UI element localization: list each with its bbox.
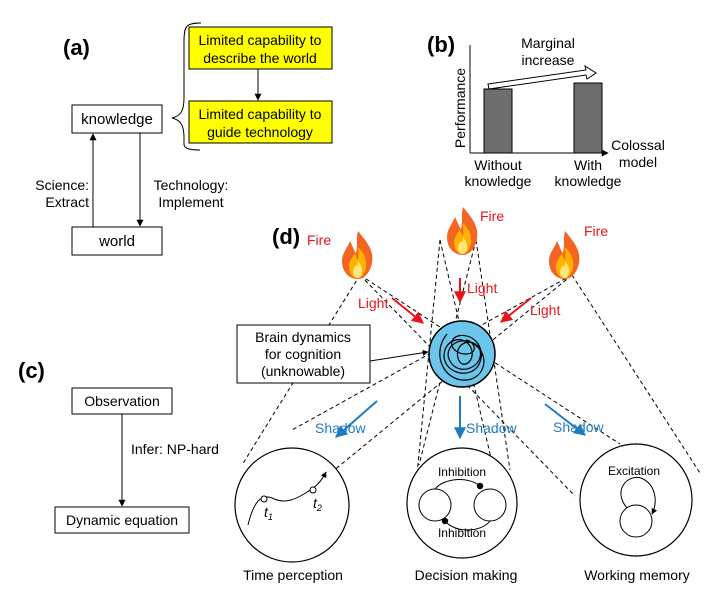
observation-label: Observation (84, 393, 159, 409)
light-label-center: Light (467, 280, 497, 296)
brain-dynamics-box (236, 324, 371, 384)
curly-brace (171, 22, 202, 151)
brain-pointer-arrow (369, 349, 429, 362)
describe-world-line2: describe the world (203, 50, 317, 66)
time-perception-circle (234, 447, 350, 563)
brain-line3: (unknowable) (261, 363, 345, 379)
panel-c-label: (c) (18, 358, 45, 383)
brain-scribble (439, 333, 485, 381)
light-label-right: Light (530, 302, 560, 318)
brain-line2: for cognition (265, 346, 341, 362)
inhibition-label-bottom: Inhibition (438, 526, 486, 540)
light-label-left: Light (358, 295, 388, 311)
increase-label: increase (522, 52, 575, 68)
world-box (71, 226, 163, 256)
fire-label-right: Fire (584, 223, 608, 239)
decision-node-right (473, 488, 507, 522)
panel-a-label: (a) (63, 35, 90, 60)
light-arrow-left (391, 297, 424, 324)
decision-node-left (418, 488, 452, 522)
t2-marker (309, 486, 317, 494)
describe-world-box (188, 26, 333, 70)
bar-without-knowledge (483, 88, 513, 154)
infer-label: Infer: NP-hard (131, 441, 219, 457)
bar-with-knowledge (573, 82, 603, 154)
inhibition-path-top (434, 479, 481, 490)
memory-node (619, 504, 653, 538)
excitation-label: Excitation (608, 464, 660, 478)
inhibition-label-top: Inhibition (438, 465, 486, 479)
guide-technology-line2: guide technology (207, 124, 313, 140)
working-memory-label: Working memory (584, 567, 690, 583)
inhibition-end-top (476, 482, 484, 490)
shadow-label-right: Shadow (553, 419, 604, 435)
dynamic-equation-box (54, 506, 190, 534)
t1-marker (260, 495, 268, 503)
decision-making-circle (406, 447, 518, 559)
knowledge-label: knowledge (81, 111, 153, 128)
performance-axis-label: Performance (452, 68, 468, 148)
fire-icon-left (342, 231, 373, 279)
excitation-loop (620, 476, 658, 515)
implement-label: Implement (158, 194, 223, 210)
light-arrow-right (500, 297, 532, 323)
shadow-label-left: Shadow (315, 420, 366, 436)
dynamic-equation-label: Dynamic equation (66, 512, 178, 528)
fire-icon-right (549, 231, 580, 279)
panel-d-label: (d) (272, 224, 300, 249)
panel-b-label: (b) (427, 32, 455, 57)
guide-technology-line1: Limited capability to (199, 106, 322, 122)
time-perception-label: Time perception (243, 567, 343, 583)
world-label: world (98, 233, 135, 250)
marginal-increase-arrow (487, 64, 597, 90)
shadow-arrow-left (335, 400, 378, 438)
decision-making-label: Decision making (415, 567, 518, 583)
inhibition-end-bottom (441, 517, 449, 525)
marginal-label: Marginal (521, 35, 575, 51)
t1-label: t1 (264, 504, 273, 522)
inhibition-path-bottom (444, 520, 491, 531)
shadow-arrow-right (544, 403, 586, 436)
model-label: model (619, 154, 657, 170)
working-memory-circle (579, 443, 693, 557)
technology-label: Technology: (154, 177, 229, 193)
guide-technology-box (188, 100, 333, 144)
time-curve (247, 471, 327, 526)
observation-box (71, 387, 173, 415)
extract-label: Extract (45, 194, 89, 210)
fire-label-center: Fire (480, 208, 504, 224)
colossal-label: Colossal (611, 137, 665, 153)
without-knowledge-label: knowledge (465, 173, 532, 189)
shadow-label-center: Shadow (466, 420, 517, 436)
fire-icon-center (447, 207, 478, 255)
without-label: Without (474, 157, 522, 173)
knowledge-box (71, 104, 163, 134)
with-label: With (574, 157, 602, 173)
describe-world-line1: Limited capability to (199, 32, 322, 48)
fire-label-left: Fire (307, 232, 331, 248)
brain-line1: Brain dynamics (255, 329, 351, 345)
with-knowledge-label: knowledge (555, 173, 622, 189)
science-label: Science: (35, 177, 89, 193)
t2-label: t2 (313, 495, 322, 513)
